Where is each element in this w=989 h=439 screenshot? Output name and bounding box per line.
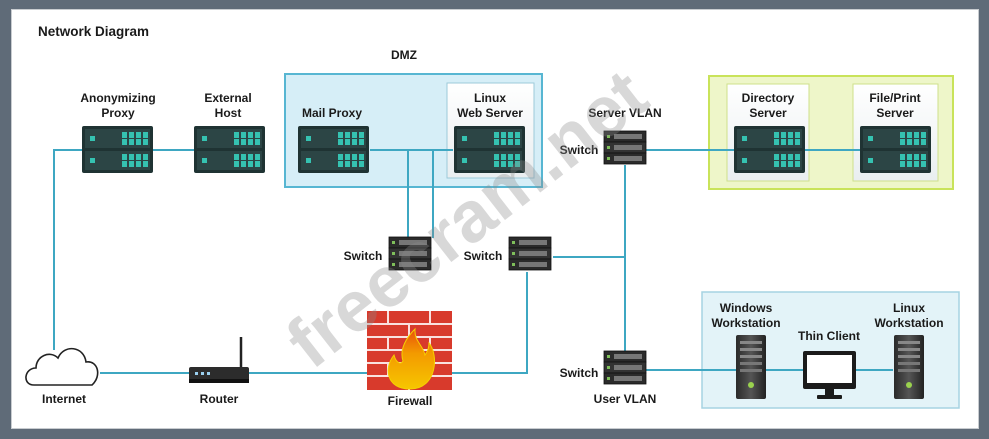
mail-proxy-server-icon [298, 126, 369, 173]
linux-web-server: Linux Web Server [454, 91, 525, 173]
windows-workstation: Windows Workstation [711, 301, 781, 399]
mail-proxy: Mail Proxy [298, 106, 369, 173]
dmz-label: DMZ [391, 48, 417, 62]
linux-workstation-label-2: Workstation [874, 316, 943, 330]
router: Router [189, 337, 249, 406]
windows-workstation-label-2: Workstation [711, 316, 780, 330]
cloud-icon [25, 347, 99, 386]
firewall-icon [367, 311, 452, 390]
user-vlan-label: User VLAN [594, 392, 657, 406]
linux-web-server-label-1: Linux [474, 91, 506, 105]
external-host-label-2: Host [215, 106, 242, 120]
directory-server-label-1: Directory [742, 91, 795, 105]
file-print-server-label-1: File/Print [869, 91, 920, 105]
dmz-switch-icon [388, 236, 432, 271]
core-switch-label: Switch [464, 249, 503, 263]
windows-workstation-tower-icon [736, 335, 766, 399]
diagram-title: Network Diagram [38, 24, 149, 39]
anonymizing-proxy-label-2: Proxy [101, 106, 135, 120]
network-diagram: DMZ Network Diagram [11, 9, 979, 429]
external-host-label-1: External [204, 91, 251, 105]
anonymizing-proxy: Anonymizing Proxy [80, 91, 156, 173]
thin-client-label: Thin Client [798, 329, 860, 343]
linux-web-server-server-icon [454, 126, 525, 173]
linux-workstation-tower-icon [894, 335, 924, 399]
file-print-server-server-icon [860, 126, 931, 173]
directory-server-server-icon [734, 126, 805, 173]
linux-workstation-label-1: Linux [893, 301, 925, 315]
core-switch: Switch [464, 236, 552, 271]
dmz-switch: Switch [344, 236, 432, 271]
anonymizing-proxy-label-1: Anonymizing [80, 91, 155, 105]
mail-proxy-label: Mail Proxy [302, 106, 362, 120]
anonymizing-proxy-server-icon [82, 126, 153, 173]
user-vlan-switch-label: Switch [560, 366, 599, 380]
user-vlan-switch-icon [603, 350, 647, 385]
thin-client-monitor-icon [803, 351, 856, 399]
directory-server-label-2: Server [749, 106, 787, 120]
firewall: Firewall [367, 311, 452, 408]
thin-client: Thin Client [798, 329, 860, 399]
internet-label: Internet [42, 392, 86, 406]
dmz-switch-label: Switch [344, 249, 383, 263]
links [53, 149, 893, 374]
server-vlan-label: Server VLAN [588, 106, 661, 120]
internet: Internet [25, 347, 99, 406]
file-print-server-label-2: Server [876, 106, 914, 120]
external-host-server-icon [194, 126, 265, 173]
linux-workstation: Linux Workstation [874, 301, 944, 399]
link-firewall-core-switch [452, 272, 528, 374]
flame-icon [387, 327, 436, 390]
windows-workstation-label-1: Windows [720, 301, 773, 315]
user-vlan-switch: Switch User VLAN [560, 350, 657, 406]
router-icon [189, 337, 249, 383]
server-vlan-switch: Server VLAN Switch [560, 106, 662, 165]
server-vlan-switch-label: Switch [560, 143, 599, 157]
link-internet-anonymizing-proxy [53, 149, 82, 350]
firewall-label: Firewall [388, 394, 433, 408]
router-label: Router [200, 392, 239, 406]
directory-server: Directory Server [734, 91, 805, 173]
core-switch-icon [508, 236, 552, 271]
file-print-server: File/Print Server [860, 91, 931, 173]
linux-web-server-label-2: Web Server [457, 106, 523, 120]
external-host: External Host [194, 91, 265, 173]
server-vlan-switch-icon [603, 130, 647, 165]
